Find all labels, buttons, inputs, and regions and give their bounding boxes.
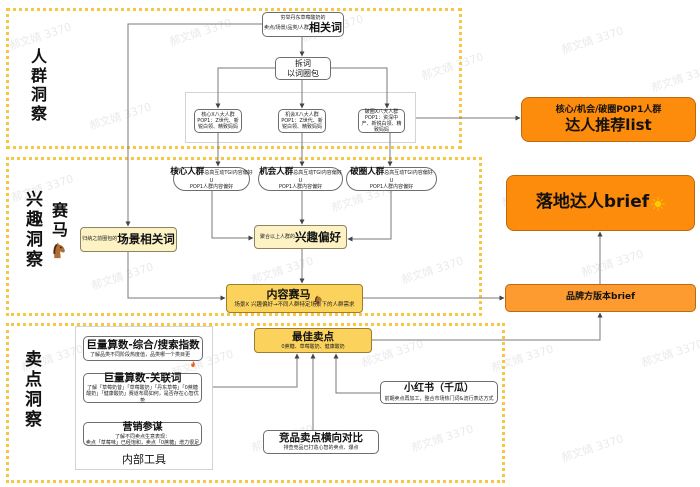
section-label-selling: 卖点洞察 xyxy=(21,350,41,430)
core-crowd-box: 核心X八大人群 POP1：Z世代、新锐白领、精致妈妈 xyxy=(194,109,242,133)
tool-advisor-title: 营销参谋 xyxy=(122,421,163,433)
scene-words-prefix: 归纳之前圈包的 xyxy=(82,236,118,243)
related-words-node: 穷举丹东草莓酸奶的 卖点/场景/品类/人群 相关词 xyxy=(262,12,344,37)
section-interest-insight xyxy=(6,157,482,316)
core-pill-desc: POP1人群内容偏好 xyxy=(189,184,234,191)
competitor-desc: 排查竞品已打造心智的卖点、爆点 xyxy=(283,445,359,452)
kol-list-subtitle: 核心/机会/破圈POP1人群 xyxy=(555,104,662,115)
scene-words-node: 归纳之前圈包的 场景相关词 xyxy=(80,227,177,252)
interest-preference-node: 聚合以上人群的 兴趣偏好 xyxy=(254,225,347,249)
opportunity-crowd-box: 机会X八大人群 POP1：Z世代、新锐白领、精致妈妈 xyxy=(278,109,326,133)
tool-index-title: 巨量算数-综合/搜索指数 xyxy=(86,338,200,351)
core-crowd-box-title: 核心X八大人群 xyxy=(201,111,235,118)
breakout-crowd-pill: 破圈人群总高互动TGI内容偏好 U POP1人群内容偏好 xyxy=(346,167,437,191)
scene-words-title: 场景相关词 xyxy=(117,232,175,247)
connector-split-to-core xyxy=(215,67,275,109)
sun-icon xyxy=(651,196,665,211)
opportunity-pill-desc: POP1人群内容偏好 xyxy=(278,184,323,191)
connector-core-pill-to-interest xyxy=(211,191,254,241)
tool-ocean-engine-index: 巨量算数-综合/搜索指数 了解品类不同阶段热度值，品类哪一个类目更 xyxy=(83,336,203,368)
crowd-group-container xyxy=(185,92,416,143)
union-symbol: U xyxy=(298,178,303,185)
section-sublabel-race: 赛马 xyxy=(49,202,68,240)
xiaohongshu-title: 小红书（千瓜） xyxy=(404,383,474,395)
related-words-prefix: 卖点/场景/品类/人群 xyxy=(263,24,310,31)
tool-marketing-advisor: 营销参谋 了解不同卖点生意表现： 卖点「草莓味」已经饱和，卖点「0蔗糖」增力很足 xyxy=(83,422,202,446)
section-selling-point-insight xyxy=(6,323,505,483)
core-crowd-box-desc: POP1：Z世代、新锐白领、精致妈妈 xyxy=(197,117,239,131)
connector-breakout-pill-to-interest xyxy=(347,191,392,242)
brand-brief-node: 品牌方版本brief xyxy=(505,284,696,312)
xiaohongshu-node: 小红书（千瓜） 前期卖点再加工，整合市场热门词&流行表达方式 xyxy=(380,381,498,404)
kol-list-title: 达人推荐list xyxy=(565,115,652,134)
section-label-interest: 兴趣洞察 xyxy=(22,190,42,270)
tool-related-desc: 了解「草莓奶昔」「草莓酸奶」「丹东草莓」「0蔗糖酸奶」「健康酸奶」赛道布局如何，… xyxy=(86,385,199,404)
split-words-line2: 以词圈包 xyxy=(287,68,319,78)
tool-advisor-desc1: 了解不同卖点生意表现： xyxy=(114,434,170,440)
core-crowd-pill: 核心人群总高互动TGI内容偏好 U POP1人群内容偏好 xyxy=(170,167,253,191)
content-race-desc: 场景X 兴趣偏好→不同人群特定场景下的人群需求 xyxy=(234,301,355,308)
internal-tools-container xyxy=(75,326,213,470)
opportunity-crowd-box-desc: POP1：Z世代、新锐白领、精致妈妈 xyxy=(281,117,323,131)
breakout-pill-desc: POP1人群内容偏好 xyxy=(369,184,414,191)
connector-best-to-brand-brief xyxy=(372,312,603,341)
kol-recommend-list-node: 核心/机会/破圈POP1人群 达人推荐list xyxy=(521,97,696,142)
internal-tools-label: 内部工具 xyxy=(122,453,166,466)
breakout-pill-note: 总高互动TGI内容偏好 xyxy=(384,169,433,176)
connector-split-to-breakout xyxy=(331,67,390,109)
union-symbol: U xyxy=(389,178,394,185)
connector-tools-to-best xyxy=(213,353,300,388)
competitor-compare-node: 竞品卖点横向对比 排查竞品已打造心智的卖点、爆点 xyxy=(263,430,379,454)
tool-index-desc: 了解品类不同阶段热度值，品类哪一个类目更 xyxy=(89,351,190,358)
tool-ocean-engine-related: 巨量算数-关联词 了解「草莓奶昔」「草莓酸奶」「丹东草莓」「0蔗糖酸奶」「健康酸… xyxy=(83,372,202,404)
section-label-crowd: 人群洞察 xyxy=(28,48,47,124)
connector-related-to-scene xyxy=(125,23,262,227)
competitor-title: 竞品卖点横向对比 xyxy=(279,432,363,445)
tool-related-title: 巨量算数-关联词 xyxy=(103,372,182,385)
related-words-note: 穷举丹东草莓酸奶的 xyxy=(280,14,326,21)
interest-pref-prefix: 聚合以上人群的 xyxy=(259,233,295,240)
opportunity-crowd-box-title: 机会X八大人群 xyxy=(285,111,319,118)
final-brief-title: 落地达人brief xyxy=(535,192,650,213)
split-words-line1: 拆词 xyxy=(295,58,311,68)
core-pill-note: 总高互动TGI内容偏好 xyxy=(204,169,253,176)
union-symbol: U xyxy=(209,178,214,185)
breakout-crowd-box: 破圈X八大人群 POP1：资深中产、新锐白领、精致妈妈 xyxy=(358,109,405,133)
fire-icon xyxy=(190,352,196,368)
split-words-node: 拆词 以词圈包 xyxy=(275,57,331,80)
breakout-crowd-box-title: 破圈X八大人群 xyxy=(364,108,399,115)
opportunity-pill-title: 机会人群 xyxy=(259,167,294,178)
content-race-title: 内容赛马 xyxy=(266,288,311,302)
core-pill-title: 核心人群 xyxy=(170,167,205,178)
horse-icon xyxy=(50,242,67,259)
opportunity-crowd-pill: 机会人群总高互动TGI内容偏好 U POP1人群内容偏好 xyxy=(258,167,343,191)
breakout-pill-title: 破圈人群 xyxy=(350,167,385,178)
final-kol-brief-node: 落地达人brief xyxy=(506,175,695,231)
best-selling-point-node: 最佳卖点 0蔗糖、草莓酸奶、健康酸奶 xyxy=(254,328,372,353)
opportunity-pill-note: 总高互动TGI内容偏好 xyxy=(293,169,342,176)
connector-xiaohongshu-to-best xyxy=(333,353,380,394)
best-selling-title: 最佳卖点 xyxy=(292,330,334,343)
horse-icon xyxy=(313,290,323,305)
related-words-title: 相关词 xyxy=(309,20,343,34)
interest-pref-title: 兴趣偏好 xyxy=(295,229,341,244)
best-selling-desc: 0蔗糖、草莓酸奶、健康酸奶 xyxy=(281,343,345,350)
breakout-crowd-box-desc: POP1：资深中产、新锐白领、精致妈妈 xyxy=(361,114,402,134)
section-crowd-insight xyxy=(6,8,462,149)
content-race-node: 内容赛马 场景X 兴趣偏好→不同人群特定场景下的人群需求 xyxy=(226,284,363,313)
tool-advisor-desc2: 卖点「草莓味」已经饱和，卖点「0蔗糖」增力很足 xyxy=(85,440,200,447)
brand-brief-title: 品牌方版本brief xyxy=(566,292,635,303)
xiaohongshu-desc: 前期卖点再加工，整合市场热门词&流行表达方式 xyxy=(384,395,494,402)
connector-scene-to-race xyxy=(127,252,226,301)
